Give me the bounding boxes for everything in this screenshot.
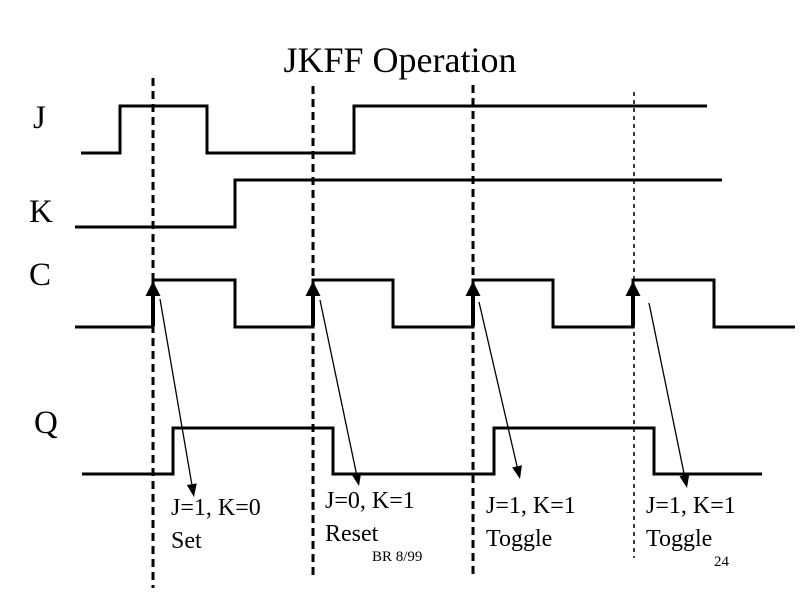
annotation-set: J=1, K=0 Set [171, 492, 261, 558]
rising-edge-arrow-head [145, 281, 161, 296]
rising-edge-arrow-head [305, 281, 321, 296]
annotation-condition: J=1, K=1 [486, 493, 576, 519]
slide-title: JKFF Operation [283, 40, 517, 80]
waveform-c [75, 278, 795, 329]
annotation-arrow-head [351, 472, 362, 486]
signal-label-c: C [29, 257, 52, 293]
annotation-condition: J=0, K=1 [325, 488, 415, 514]
annotation-arrow-head [512, 465, 522, 479]
annotation-action: Reset [325, 521, 379, 547]
rising-edge-arrow-head [625, 281, 641, 296]
page-number: 24 [714, 554, 729, 570]
footer-credit: BR 8/99 [372, 549, 423, 565]
annotation-toggle-2: J=1, K=1 Toggle [646, 490, 736, 556]
annotation-arrow-line [159, 298, 193, 485]
signal-label-q: Q [34, 405, 58, 441]
annotation-toggle-1: J=1, K=1 Toggle [486, 490, 576, 556]
annotation-action: Toggle [486, 526, 553, 552]
annotation-condition: J=1, K=0 [171, 495, 261, 521]
waveform-j [81, 104, 707, 155]
annotation-reset: J=0, K=1 Reset [325, 485, 415, 551]
annotation-arrow-head [186, 483, 197, 497]
waveform-k [75, 178, 722, 229]
annotation-arrow-line [478, 301, 518, 467]
signal-label-j: J [33, 100, 46, 136]
annotation-arrow-head [679, 474, 690, 488]
annotation-action: Set [171, 528, 202, 554]
rising-edge-arrow-head [465, 281, 481, 296]
annotation-condition: J=1, K=1 [646, 493, 736, 519]
signal-label-k: K [29, 194, 53, 230]
waveform-q [82, 426, 762, 476]
annotation-arrow-line [648, 302, 686, 476]
annotation-action: Toggle [646, 526, 713, 552]
annotation-arrow-line [319, 299, 357, 474]
